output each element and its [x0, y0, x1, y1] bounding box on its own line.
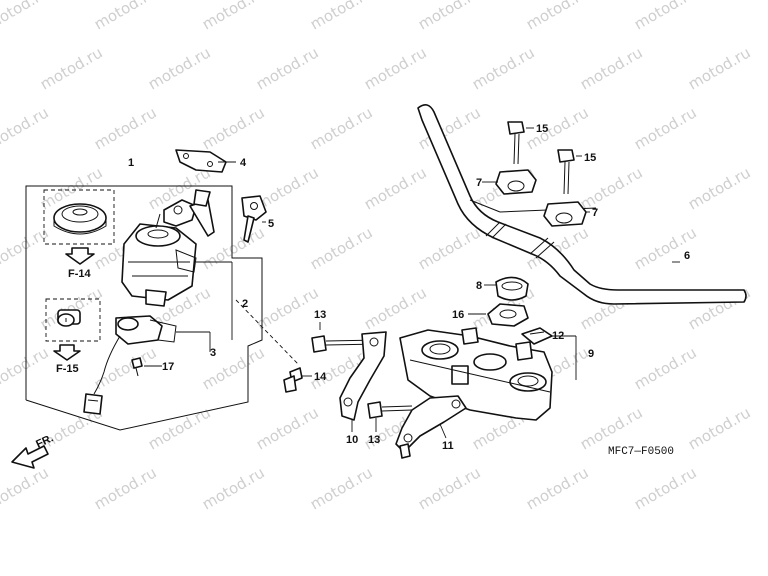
callout-14: 14 — [314, 371, 327, 383]
watermark-text: motod.ru — [361, 43, 430, 93]
watermark-text: motod.ru — [361, 283, 430, 333]
watermark-text: motod.ru — [577, 163, 646, 213]
watermark-text: motod.ru — [631, 463, 700, 513]
callout-12: 12 — [552, 330, 564, 342]
callout-15-left: 15 — [536, 123, 548, 135]
callout-7-left: 7 — [476, 177, 482, 189]
watermark-text: motod.ru — [0, 0, 52, 33]
handlebar-group — [311, 104, 747, 459]
front-direction-arrow-icon — [11, 445, 49, 469]
bolt-15-left — [507, 121, 525, 165]
bracket-left — [339, 331, 387, 421]
ignition-switch-body — [121, 213, 197, 307]
watermark-text: motod.ru — [199, 463, 268, 513]
watermark-text: motod.ru — [523, 103, 592, 153]
watermark-text: motod.ru — [91, 463, 160, 513]
diagram-code: MFC7—F0500 — [608, 446, 674, 458]
watermark-text: motod.ru — [685, 43, 754, 93]
watermark-text: motod.ru — [37, 283, 106, 333]
callout-17: 17 — [162, 361, 174, 373]
callout-4: 4 — [240, 157, 247, 169]
watermark-text: motod.ru — [0, 463, 52, 513]
watermark-text: motod.ru — [631, 0, 700, 33]
ref-f14: F-14 — [68, 268, 92, 280]
watermark-text: motod.ru — [199, 103, 268, 153]
watermark-text: motod.ru — [415, 0, 484, 33]
watermark-text: motod.ru — [0, 103, 52, 153]
lock-switch — [83, 315, 177, 415]
watermark-text: motod.ru — [307, 103, 376, 153]
watermark-text: motod.ru — [685, 163, 754, 213]
bolt-14 — [283, 367, 303, 393]
callout-10: 10 — [346, 434, 358, 446]
callout-6: 6 — [684, 250, 690, 262]
dashed-box-seat-lock — [45, 298, 101, 342]
washer — [487, 303, 529, 327]
watermark-text: motod.ru — [91, 103, 160, 153]
watermark-text: motod.ru — [307, 463, 376, 513]
watermark-text: motod.ru — [523, 0, 592, 33]
watermark-text: motod.ru — [631, 223, 700, 273]
watermark-text: motod.ru — [253, 283, 322, 333]
callout-13-upper: 13 — [314, 309, 326, 321]
watermark-text: motod.ru — [469, 43, 538, 93]
handlebar-holder-left — [495, 169, 537, 195]
callout-8: 8 — [476, 280, 482, 292]
plate — [521, 327, 553, 345]
watermark-text: motod.ru — [631, 103, 700, 153]
seat-lock — [57, 309, 81, 327]
dashed-box-fuel-cap — [43, 189, 115, 245]
watermark-text: motod.ru — [685, 403, 754, 453]
watermark-text: motod.ru — [523, 463, 592, 513]
watermark-text: motod.ru — [253, 403, 322, 453]
watermark-text: motod.ru — [415, 223, 484, 273]
callout-11: 11 — [442, 440, 454, 452]
arrow-down-icon — [65, 247, 95, 265]
watermark-text: motod.ru — [415, 463, 484, 513]
callout-15-right: 15 — [584, 152, 596, 164]
watermark-text: motod.ru — [199, 0, 268, 33]
callout-1: 1 — [128, 157, 134, 169]
ref-f15: F-15 — [56, 363, 79, 375]
callout-5: 5 — [268, 218, 274, 230]
bolt-15-right — [557, 149, 575, 195]
watermark-text: motod.ru — [577, 43, 646, 93]
callout-2: 2 — [242, 298, 248, 310]
bolt-13-lower — [367, 401, 413, 419]
fuel-cap — [53, 203, 107, 235]
watermark-text: motod.ru — [145, 403, 214, 453]
watermark-text: motod.ru — [307, 223, 376, 273]
callout-9: 9 — [588, 348, 594, 360]
keyhole-cover — [175, 149, 227, 173]
bracket-right — [395, 395, 467, 459]
watermark-text: motod.ru — [91, 0, 160, 33]
key — [241, 195, 267, 243]
handlebar-holder-right — [543, 201, 587, 227]
callout-3: 3 — [210, 347, 216, 359]
watermark-text: motod.ru — [307, 0, 376, 33]
group-outline — [25, 185, 263, 431]
ignition-key — [163, 189, 215, 237]
watermark-text: motod.ru — [253, 43, 322, 93]
watermark-text: motod.ru — [91, 343, 160, 393]
callout-labels: 1 2 3 4 5 6 7 7 8 9 10 11 12 13 13 14 15… — [128, 123, 690, 452]
callout-13-lower: 13 — [368, 434, 380, 446]
watermark-text: motod.ru — [145, 43, 214, 93]
watermark-text: motod.ru — [361, 163, 430, 213]
arrow-down-icon — [53, 344, 81, 361]
watermark-text: motod.ru — [37, 43, 106, 93]
watermark-text: motod.ru — [631, 343, 700, 393]
screw — [131, 357, 143, 377]
callout-7-right: 7 — [592, 207, 598, 219]
rubber-cushion — [495, 276, 529, 301]
ignition-switch-group: F-14 F-15 — [11, 149, 312, 469]
callout-16: 16 — [452, 309, 464, 321]
